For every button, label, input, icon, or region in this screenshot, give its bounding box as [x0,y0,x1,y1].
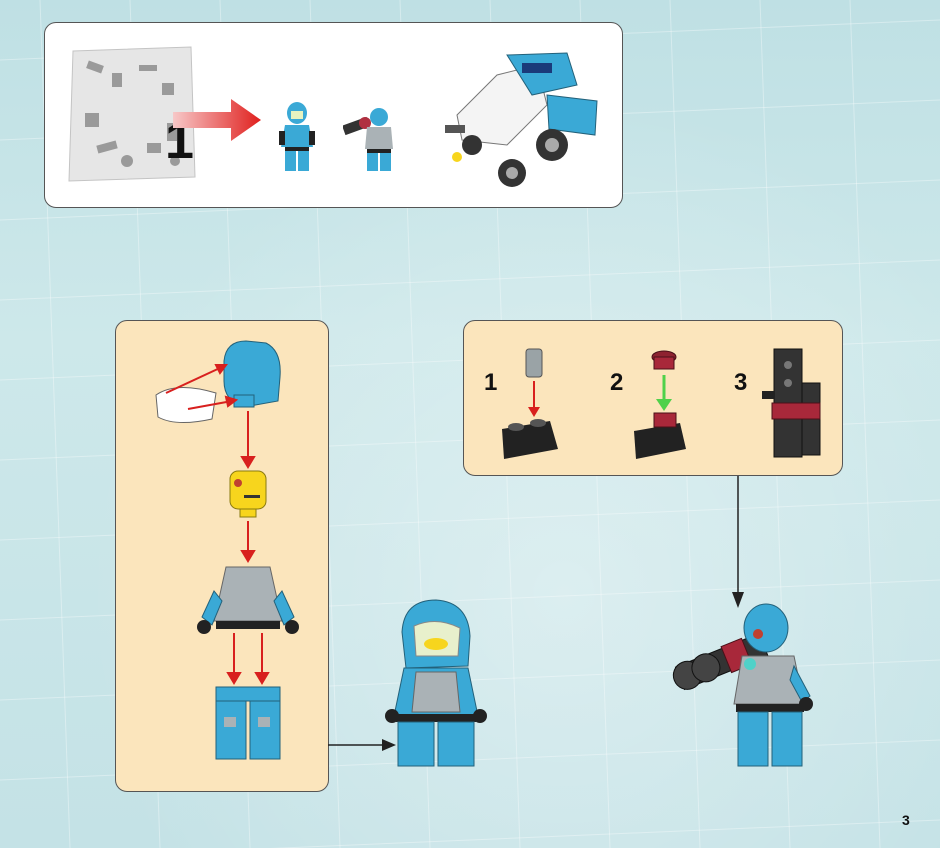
minifig-build-panel [115,320,329,792]
legs-piece [215,686,281,760]
brick-icon [502,348,558,459]
blaster-assembly-diagram [502,348,821,459]
sub-step-number-2: 2 [610,369,624,396]
blaster-icon [762,348,821,458]
minifigure-icon [279,102,315,171]
sub-step-number-3: 3 [734,369,748,396]
minifigure-icon [343,108,393,171]
vehicle-icon [445,52,598,187]
blaster-build-panel: 1 2 3 [463,320,843,476]
minifigure-icon [385,599,487,767]
overview-panel: 1 [44,22,623,208]
parts-bag-icon [68,46,196,182]
minifigure-icon [672,603,813,767]
brick-icon [634,350,686,459]
head-piece [229,470,267,510]
visor-piece [155,386,217,423]
result-arrow-icon [328,739,396,751]
page-number: 3 [902,812,910,828]
red-arrow-icon [173,99,261,141]
sub-step-number-1: 1 [484,369,498,396]
torso-piece [213,566,283,622]
helmet-piece [223,340,281,408]
minifig-assembly-diagram [155,340,299,760]
result-arrow-icon [732,476,744,608]
